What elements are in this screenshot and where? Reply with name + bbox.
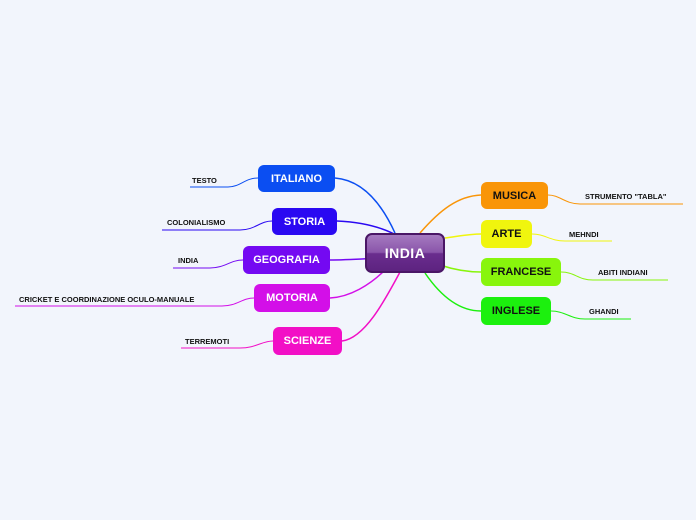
- branch-label: MUSICA: [492, 189, 537, 202]
- branch-label: GEOGRAFIA: [253, 254, 320, 266]
- branch-label: ITALIANO: [270, 172, 323, 185]
- branch-label: INGLESE: [491, 305, 541, 317]
- branch-node-inglese[interactable]: INGLESE: [481, 297, 551, 325]
- leaf-label-testo[interactable]: TESTO: [192, 176, 217, 185]
- branch-label: MOTORIA: [266, 292, 318, 304]
- branch-label: SCIENZE: [283, 335, 332, 347]
- leaf-label-abiti-indiani[interactable]: ABITI INDIANI: [598, 268, 648, 277]
- branch-node-musica[interactable]: MUSICA: [481, 182, 548, 209]
- branch-node-motoria[interactable]: MOTORIA: [254, 284, 330, 312]
- branch-node-geografia[interactable]: GEOGRAFIA: [243, 246, 330, 274]
- leaf-label-mehndi[interactable]: MEHNDI: [569, 230, 599, 239]
- central-topic-node[interactable]: INDIA: [365, 233, 445, 273]
- leaf-label-cricket[interactable]: CRICKET E COORDINAZIONE OCULO-MANUALE: [19, 295, 195, 304]
- leaf-label-india[interactable]: INDIA: [178, 256, 199, 265]
- branch-node-italiano[interactable]: ITALIANO: [258, 165, 335, 192]
- branch-label: STORIA: [283, 215, 326, 228]
- leaf-label-terremoti[interactable]: TERREMOTI: [185, 337, 230, 346]
- branch-label: ARTE: [491, 228, 522, 240]
- branch-node-arte[interactable]: ARTE: [481, 220, 532, 248]
- leaf-label-ghandi[interactable]: GHANDI: [589, 307, 619, 316]
- branch-node-scienze[interactable]: SCIENZE: [273, 327, 342, 355]
- branch-node-francese[interactable]: FRANCESE: [481, 258, 561, 286]
- leaf-label-strumento-tabla[interactable]: STRUMENTO "TABLA": [585, 192, 667, 201]
- leaf-label-colonialismo[interactable]: COLONIALISMO: [167, 218, 226, 227]
- branch-node-storia[interactable]: STORIA: [272, 208, 337, 235]
- branch-label: FRANCESE: [490, 266, 552, 278]
- central-topic-label: INDIA: [384, 245, 426, 261]
